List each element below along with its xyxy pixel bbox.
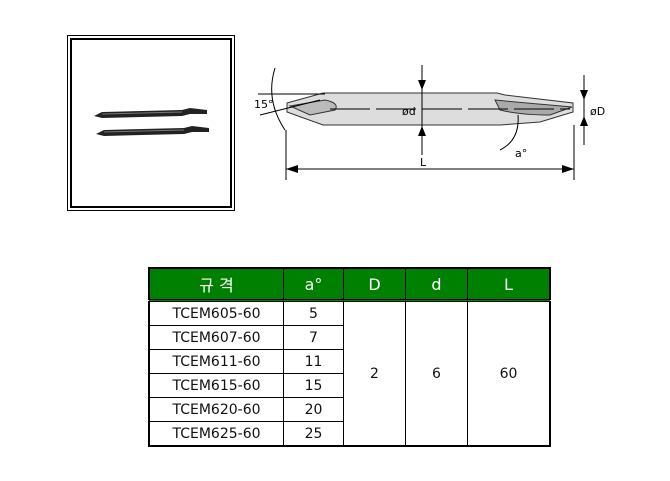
drill-photo-image [94, 108, 209, 136]
header-spec: 규 격 [148, 267, 284, 302]
D-cell: 2 [343, 300, 406, 447]
angle-cell: 7 [283, 325, 344, 350]
spec-cell: TCEM625-60 [148, 421, 284, 447]
angle-cell: 25 [283, 421, 344, 447]
header-a: a° [283, 267, 344, 302]
angle-cell: 11 [283, 349, 344, 374]
drill-dimension-drawing: 15° ød øD a° L [254, 65, 605, 180]
spec-cell: TCEM607-60 [148, 325, 284, 350]
spec-cell: TCEM605-60 [148, 300, 284, 326]
header-L: L [467, 267, 551, 302]
angle-cell: 5 [283, 300, 344, 326]
shank-diameter-label: ød [402, 105, 416, 118]
angle-15-label: 15° [254, 98, 274, 111]
header-d: d [405, 267, 468, 302]
angle-cell: 20 [283, 397, 344, 422]
spec-cell: TCEM611-60 [148, 349, 284, 374]
length-label: L [420, 156, 427, 169]
angle-a-label: a° [515, 147, 527, 160]
product-photo [67, 35, 235, 211]
spec-cell: TCEM620-60 [148, 397, 284, 422]
L-cell: 60 [467, 300, 551, 447]
angle-cell: 15 [283, 373, 344, 398]
header-D: D [343, 267, 406, 302]
d-cell: 6 [405, 300, 468, 447]
spec-cell: TCEM615-60 [148, 373, 284, 398]
tip-diameter-label: øD [590, 105, 605, 118]
